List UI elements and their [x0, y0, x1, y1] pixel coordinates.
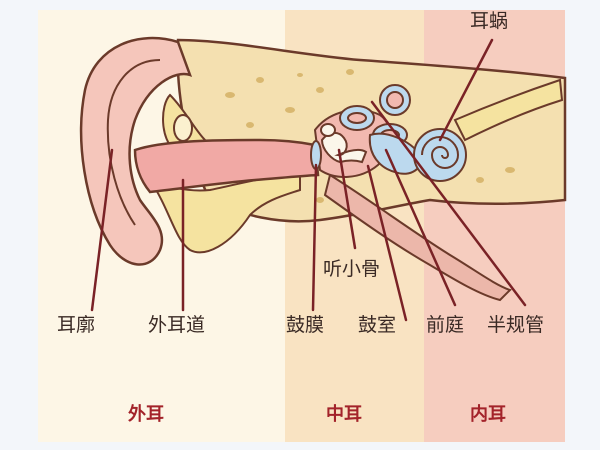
region-label-middle-ear: 中耳	[326, 404, 362, 425]
region-label-outer-ear: 外耳	[128, 404, 164, 425]
leader-vestibule	[384, 148, 457, 307]
leader-tympanic-cavity	[366, 164, 408, 322]
leader-ossicles	[337, 148, 357, 250]
ear-canal-shape	[133, 138, 320, 194]
label-eardrum: 鼓膜	[286, 314, 325, 336]
leader-semicircular-canals	[370, 100, 527, 307]
vestibule-shape	[368, 132, 422, 175]
label-semicircular-canals: 半规管	[487, 314, 545, 336]
label-cochlea: 耳蜗	[470, 10, 509, 32]
ossicles-shape	[320, 132, 368, 164]
cochlea-shape	[413, 128, 467, 182]
label-tympanic-cavity: 鼓室	[358, 314, 397, 336]
region-label-inner-ear: 内耳	[470, 404, 506, 425]
label-ossicles: 听小骨	[323, 258, 381, 280]
auditory-nerve-shape	[453, 78, 564, 142]
leader-eardrum	[311, 163, 318, 312]
leader-auricle	[90, 148, 114, 312]
ossicle-head	[320, 123, 336, 137]
leader-lines	[90, 38, 527, 322]
label-auricle: 耳廓	[57, 314, 96, 336]
label-ear-canal: 外耳道	[148, 314, 206, 336]
auricle-inner-fold	[106, 59, 161, 226]
label-vestibule: 前庭	[426, 314, 465, 336]
leader-cochlea	[438, 38, 494, 142]
concha-hollow	[173, 114, 193, 142]
auricle-shape	[79, 36, 193, 266]
